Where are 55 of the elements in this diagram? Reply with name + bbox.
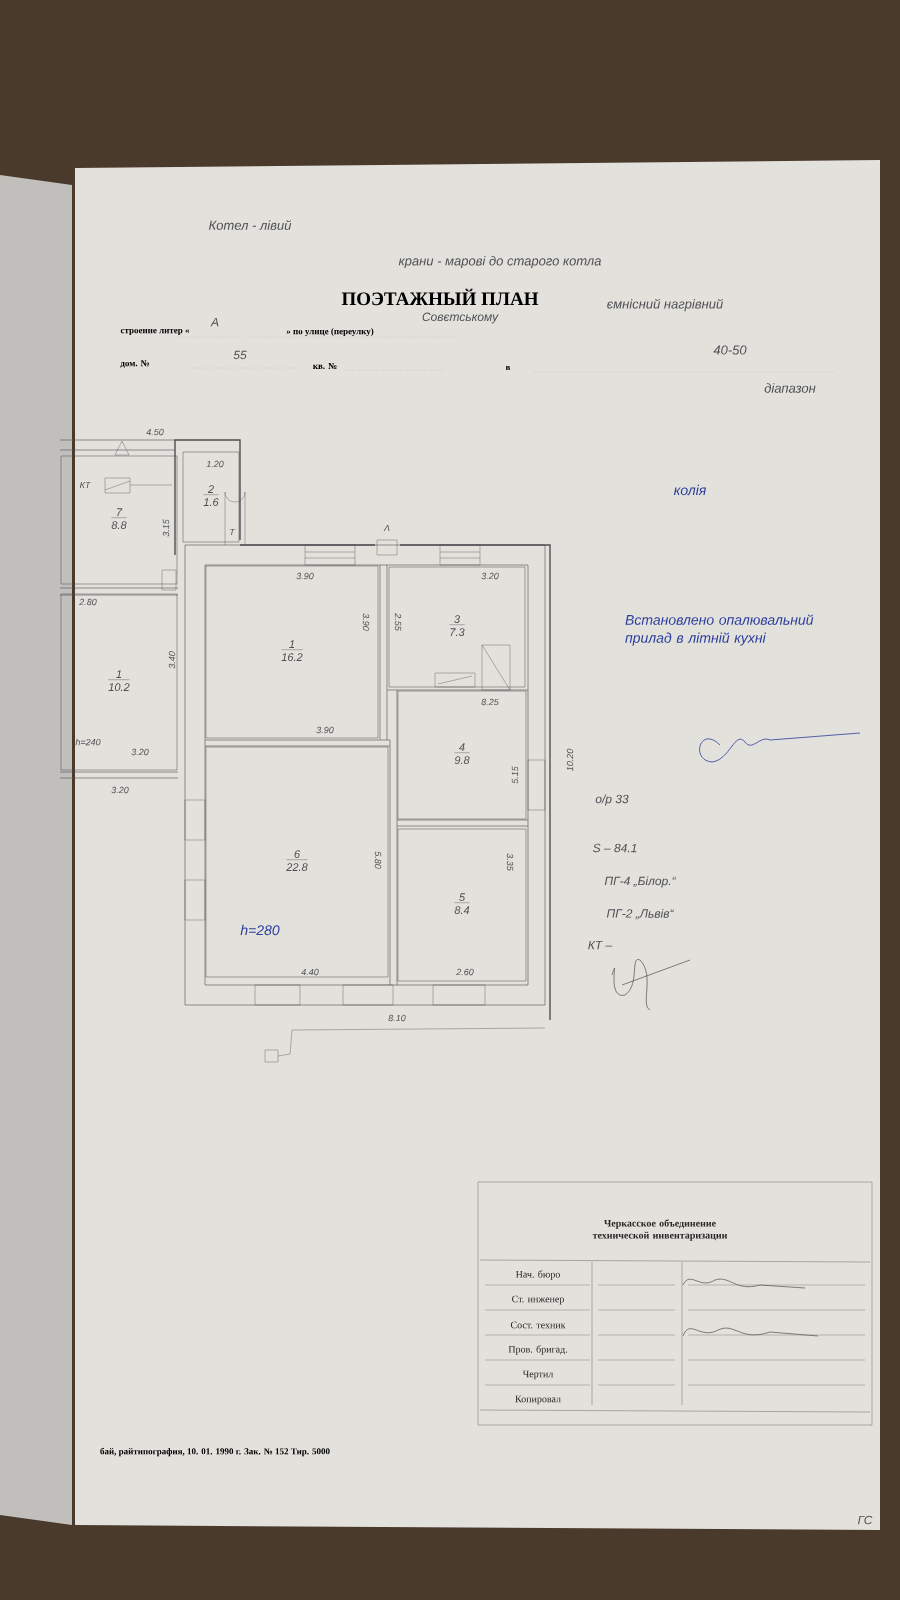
handwritten-note: колія [673, 484, 706, 496]
handwritten-note: ГС [858, 1515, 873, 1525]
form-label: строение литер « [120, 328, 190, 336]
handwritten-entry: А [210, 317, 219, 327]
handwritten-note: ємнісний нагрівний [607, 298, 723, 312]
form-label: » по улице (переулку) [286, 327, 374, 337]
title: ПОЭТАЖНЫЙ ПЛАН [341, 288, 539, 306]
handwritten-entry: Совєтському [422, 312, 499, 324]
dimension-label: 3.40 [168, 651, 176, 669]
form-label: кв. № [313, 363, 337, 369]
dimension-label: 3.90 [316, 726, 334, 734]
dimension-label: 3.35 [506, 853, 514, 871]
table-cell: Копировал [515, 1395, 561, 1405]
dimension-label: 8.25 [481, 698, 499, 706]
table-cell: Чертил [522, 1370, 554, 1380]
handwritten-note: S – 84.1 [593, 843, 637, 853]
form-label: в [505, 365, 511, 371]
handwritten-note: ПГ-2 „Львів“ [606, 908, 674, 920]
dimension-label: 2.55 [394, 613, 402, 631]
dimension-label: 4.50 [146, 428, 164, 436]
dimension-label: 5.15 [511, 766, 519, 784]
dimension-label: 3.20 [111, 786, 129, 794]
dimension-label: 8.10 [388, 1014, 406, 1022]
symbol-label: Λ [383, 524, 390, 532]
handwritten-note: діапазон [764, 383, 816, 393]
ceiling-height-label: h=280 [240, 924, 280, 936]
dimension-label: 3.20 [481, 572, 499, 580]
dimension-label: 4.40 [301, 968, 319, 976]
handwritten-note: Котел - лівий [209, 220, 292, 230]
dimension-label: 10.20 [566, 748, 574, 772]
handwritten-entry: 55 [233, 350, 247, 360]
table-heading: Черкасское объединение технической инвентаризации [592, 1219, 728, 1241]
handwritten-note: Встановлено опалювальний прилад в літній кухні [625, 614, 814, 646]
imprint-line: бай, райтипография, 10. 01. 1990 г. Зак. № 152 Тир. 5000 [100, 1447, 330, 1457]
symbol-label: Т [230, 528, 236, 536]
dimension-label: 3.90 [362, 613, 370, 631]
symbol-label: КТ [79, 481, 91, 489]
dimension-label: 3.15 [162, 519, 170, 537]
table-cell: Сост. техник [510, 1321, 566, 1329]
handwritten-note: ПГ-4 „Білор.“ [604, 876, 677, 888]
dimension-label: 2.80 [79, 598, 97, 606]
dimension-label: 5.80 [374, 851, 382, 869]
table-cell: Пров. бригад. [508, 1345, 567, 1355]
dimension-label: 3.90 [296, 572, 314, 580]
handwritten-note: крани - марові до старого котла [398, 255, 601, 269]
handwritten-note: 40-50 [713, 345, 747, 355]
dimension-label: 1.20 [206, 460, 224, 468]
handwritten-note: о/р 33 [595, 794, 629, 806]
table-cell: Нач. бюро [515, 1270, 560, 1280]
ceiling-height-label: h=240 [75, 738, 101, 746]
dimension-label: 2.60 [456, 968, 474, 976]
form-label: дом. № [120, 360, 149, 368]
table-cell: Ст. инженер [512, 1295, 564, 1305]
handwritten-note: КТ – [588, 940, 613, 950]
dimension-label: 3.20 [131, 748, 149, 756]
